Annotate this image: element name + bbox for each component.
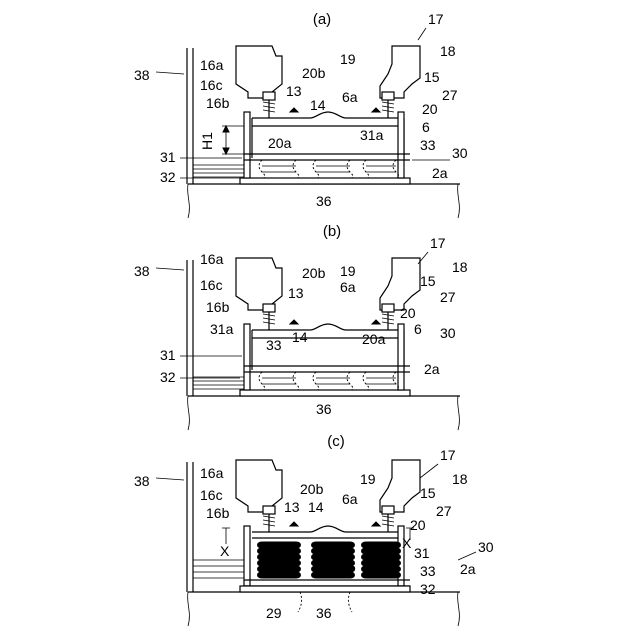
label-30: 30 xyxy=(440,325,456,341)
label-15: 15 xyxy=(424,69,440,85)
label-30: 30 xyxy=(452,145,468,161)
label-29: 29 xyxy=(266,605,282,621)
label-33: 33 xyxy=(266,337,282,353)
label-2a: 2a xyxy=(424,361,440,377)
label-6: 6 xyxy=(348,559,356,575)
label-27: 27 xyxy=(440,289,456,305)
label-H1: H1 xyxy=(199,132,215,150)
label-14: 14 xyxy=(310,97,326,113)
label-36: 36 xyxy=(316,605,332,621)
label-16a: 16a xyxy=(200,251,224,267)
caption-c: (c) xyxy=(327,433,345,450)
label-6a: 6a xyxy=(342,89,358,105)
label-31: 31 xyxy=(160,347,176,363)
caption-b: (b) xyxy=(323,223,341,240)
label-6a: 6a xyxy=(342,491,358,507)
label-14: 14 xyxy=(308,499,324,515)
label-32: 32 xyxy=(420,581,436,597)
label-16b: 16b xyxy=(206,299,230,315)
label-16a: 16a xyxy=(200,465,224,481)
label-19: 19 xyxy=(340,263,356,279)
label-20b: 20b xyxy=(300,481,324,497)
label-17: 17 xyxy=(428,11,444,27)
compressed-bellows xyxy=(258,542,401,578)
label-18: 18 xyxy=(452,471,468,487)
label-20b: 20b xyxy=(302,65,326,81)
label-36: 36 xyxy=(316,193,332,209)
label-17: 17 xyxy=(440,447,456,463)
label-13: 13 xyxy=(286,83,302,99)
label-27: 27 xyxy=(436,503,452,519)
label-16a: 16a xyxy=(200,57,224,73)
label-18: 18 xyxy=(452,259,468,275)
label-38: 38 xyxy=(134,67,150,83)
label-16b: 16b xyxy=(206,95,230,111)
label-X-left: X xyxy=(220,543,230,559)
label-19: 19 xyxy=(360,471,376,487)
label-17: 17 xyxy=(430,235,446,251)
label-16c: 16c xyxy=(200,77,223,93)
label-38: 38 xyxy=(134,263,150,279)
label-16c: 16c xyxy=(200,277,223,293)
label-32: 32 xyxy=(160,369,176,385)
label-33: 33 xyxy=(420,137,436,153)
label-20: 20 xyxy=(410,517,426,533)
label-16b: 16b xyxy=(206,505,230,521)
label-20: 20 xyxy=(422,101,438,117)
label-13: 13 xyxy=(284,499,300,515)
label-33: 33 xyxy=(420,563,436,579)
label-6: 6 xyxy=(422,119,430,135)
label-31: 31 xyxy=(414,545,430,561)
label-19: 19 xyxy=(340,51,356,67)
panel-c: (c) 17 18 38 16a 16c 16b 20b 13 14 19 6a… xyxy=(134,433,494,626)
label-18: 18 xyxy=(440,43,456,59)
label-31: 31 xyxy=(160,149,176,165)
label-27: 27 xyxy=(442,87,458,103)
label-31a: 31a xyxy=(210,321,234,337)
label-13: 13 xyxy=(288,285,304,301)
label-20a: 20a xyxy=(268,135,292,151)
label-2a: 2a xyxy=(432,165,448,181)
panel-b: (b) 17 18 38 16a 16c 16b 20b 13 19 15 6a… xyxy=(134,223,468,430)
label-20b: 20b xyxy=(302,265,326,281)
label-31a: 31a xyxy=(360,127,384,143)
caption-a: (a) xyxy=(313,11,331,28)
label-36: 36 xyxy=(316,401,332,417)
label-6a: 6a xyxy=(340,279,356,295)
label-15: 15 xyxy=(420,273,436,289)
label-16c: 16c xyxy=(200,487,223,503)
panel-a: (a) 17 18 38 16a 16c 16b 20b 13 14 19 15… xyxy=(134,11,468,218)
label-32: 32 xyxy=(160,169,176,185)
label-2a: 2a xyxy=(460,561,476,577)
label-20a: 20a xyxy=(362,331,386,347)
label-14: 14 xyxy=(292,329,308,345)
label-X-right: X xyxy=(402,535,412,551)
label-6: 6 xyxy=(414,321,422,337)
label-30: 30 xyxy=(478,539,494,555)
label-20: 20 xyxy=(400,305,416,321)
label-15: 15 xyxy=(420,485,436,501)
label-38: 38 xyxy=(134,473,150,489)
